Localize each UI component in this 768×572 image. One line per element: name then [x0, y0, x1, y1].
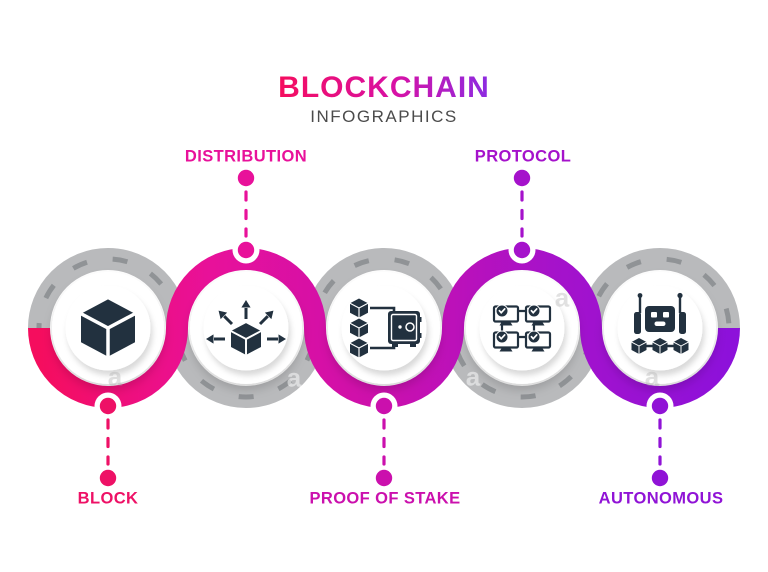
- ring-dash-marks: [36, 256, 732, 400]
- gray-chain-rings: [28, 248, 740, 408]
- step-label-distribution: DISTRIBUTION: [184, 147, 308, 166]
- network-consensus-icon: [492, 304, 552, 352]
- step-label-proof-of-stake: PROOF OF STAKE: [309, 489, 461, 508]
- blocks-safe-icon: [349, 297, 422, 359]
- step-label-autonomous: AUTONOMOUS: [598, 489, 724, 508]
- page-title: BLOCKCHAIN: [278, 71, 490, 104]
- step-label-block: BLOCK: [77, 489, 139, 508]
- step-label-protocol: PROTOCOL: [474, 147, 572, 166]
- page-subtitle: INFOGRAPHICS: [310, 107, 458, 126]
- label-leader-lines: [99, 169, 669, 487]
- ring-connector-dots: [94, 236, 674, 420]
- robot-blocks-icon: [631, 292, 689, 355]
